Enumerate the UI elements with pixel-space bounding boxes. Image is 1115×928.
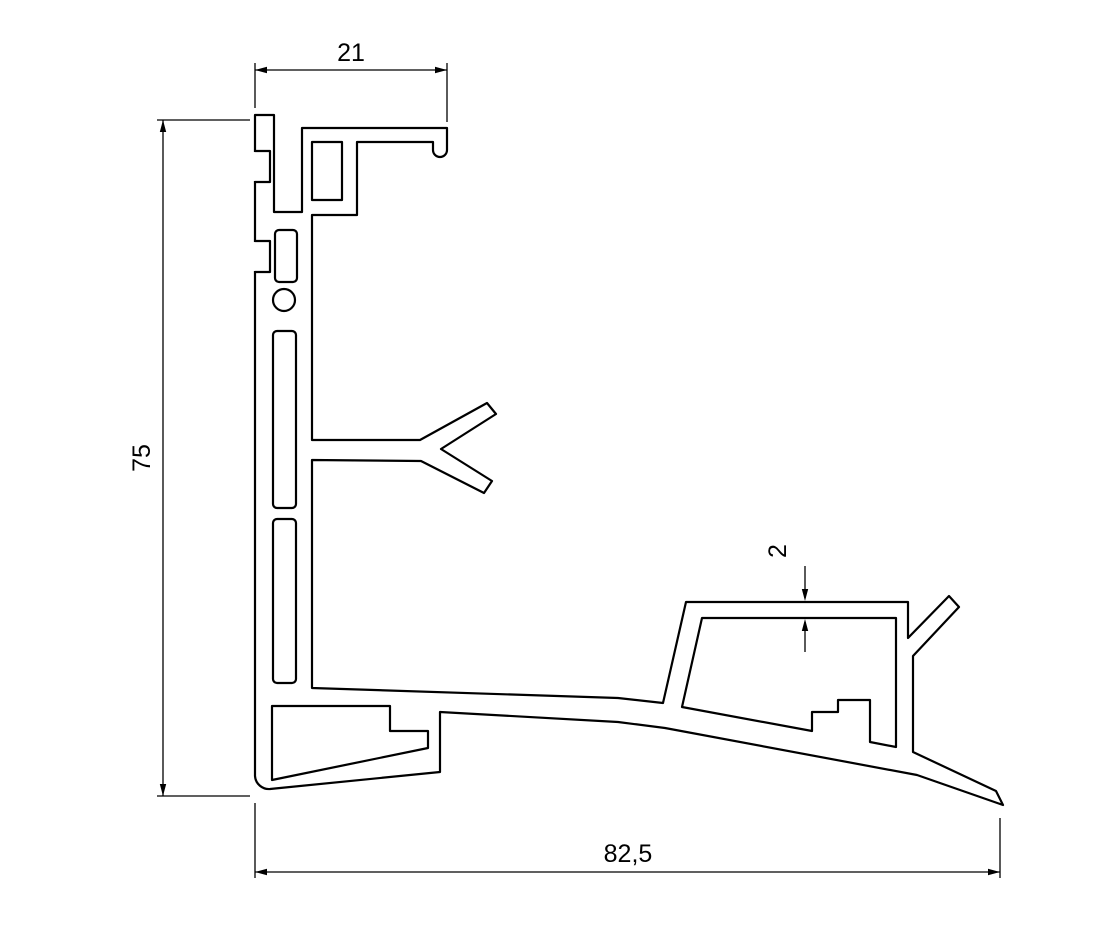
- left-wall-slot-2: [271, 517, 298, 685]
- dimension-arrowheads: [159, 66, 1000, 876]
- dimension-top-width: [254, 63, 448, 122]
- dimension-left-height: [157, 119, 250, 797]
- arrowhead: [255, 868, 267, 876]
- right-box-inner-hole: [680, 616, 898, 749]
- left-wall-upper-slot: [273, 228, 299, 284]
- arrowhead: [988, 868, 1000, 876]
- dim-text-left-height: 75: [128, 444, 156, 472]
- left-notch-1: [253, 149, 272, 184]
- arrowhead: [435, 66, 447, 74]
- arrowhead: [801, 589, 809, 601]
- profile-geometry: [251, 113, 1005, 807]
- clamp-cell-hole: [310, 140, 344, 202]
- arrowhead: [255, 66, 267, 74]
- screw-port-circle: [271, 287, 297, 313]
- arrowhead: [801, 619, 809, 631]
- dim-text-wall-thickness: 2: [764, 544, 792, 558]
- arrowhead: [159, 784, 167, 796]
- dimensions: 21 75 82,5 2: [128, 39, 1001, 878]
- left-notch-2-erase: [251, 242, 272, 271]
- dim-text-bottom-width: 82,5: [604, 840, 653, 868]
- dim-text-top-width: 21: [337, 39, 365, 67]
- left-notch-2: [253, 239, 272, 274]
- left-wall-slot-1: [271, 329, 298, 510]
- left-notch-1-erase: [251, 152, 272, 181]
- dimension-bottom-width: [254, 803, 1001, 878]
- arrowhead: [159, 120, 167, 132]
- foot-chamber-hole: [270, 704, 430, 782]
